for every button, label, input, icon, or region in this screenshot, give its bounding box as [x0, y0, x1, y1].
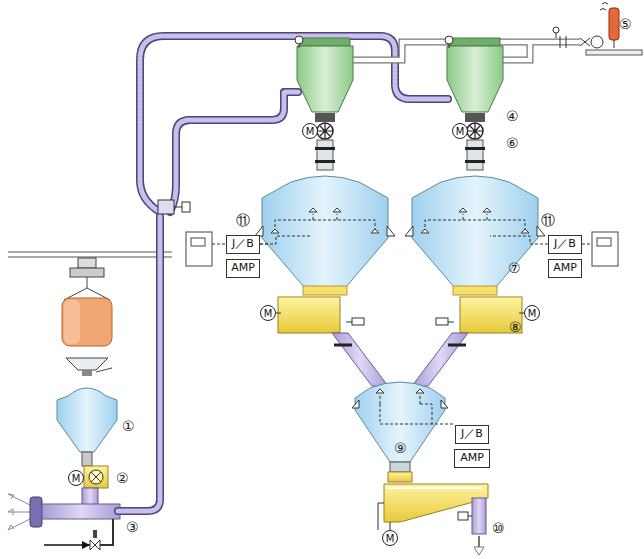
box-text: M — [264, 308, 273, 319]
box-text: J／B — [554, 238, 576, 250]
amplifier-box: AMP — [226, 259, 260, 278]
junction-box: J／B — [548, 235, 582, 254]
callout-number: ③ — [126, 520, 139, 534]
amplifier-box: AMP — [548, 259, 582, 278]
callout-number: ⑤ — [619, 17, 632, 31]
junction-box: J／B — [455, 425, 489, 444]
callout-number: ⑩ — [492, 521, 505, 535]
motor-symbol: M — [524, 305, 540, 321]
box-text: AMP — [231, 262, 255, 274]
box-text: J／B — [232, 238, 254, 250]
box-text: M — [386, 533, 395, 544]
junction-box: J／B — [226, 235, 260, 254]
callout-number: ① — [122, 419, 135, 433]
box-text: M — [528, 308, 537, 319]
motor-symbol: M — [68, 470, 84, 486]
box-text: AMP — [460, 452, 484, 464]
callout-number: ⑦ — [508, 261, 521, 275]
motor-symbol: M — [382, 530, 398, 546]
box-text: M — [306, 126, 315, 137]
box-text: M — [456, 126, 465, 137]
callout-number: ⑪ — [236, 213, 250, 227]
motor-symbol: M — [302, 123, 318, 139]
callout-number: ④ — [506, 109, 519, 123]
amplifier-box: AMP — [454, 449, 490, 468]
callout-number: ② — [116, 471, 129, 485]
callout-number: ⑧ — [509, 320, 522, 334]
callout-number: ⑪ — [541, 213, 555, 227]
motor-symbol: M — [260, 305, 276, 321]
callout-number: ⑨ — [394, 441, 407, 455]
callout-number: ⑥ — [506, 136, 519, 150]
box-text: J／B — [461, 428, 483, 440]
box-text: AMP — [553, 262, 577, 274]
box-text: M — [72, 473, 81, 484]
motor-symbol: M — [452, 123, 468, 139]
